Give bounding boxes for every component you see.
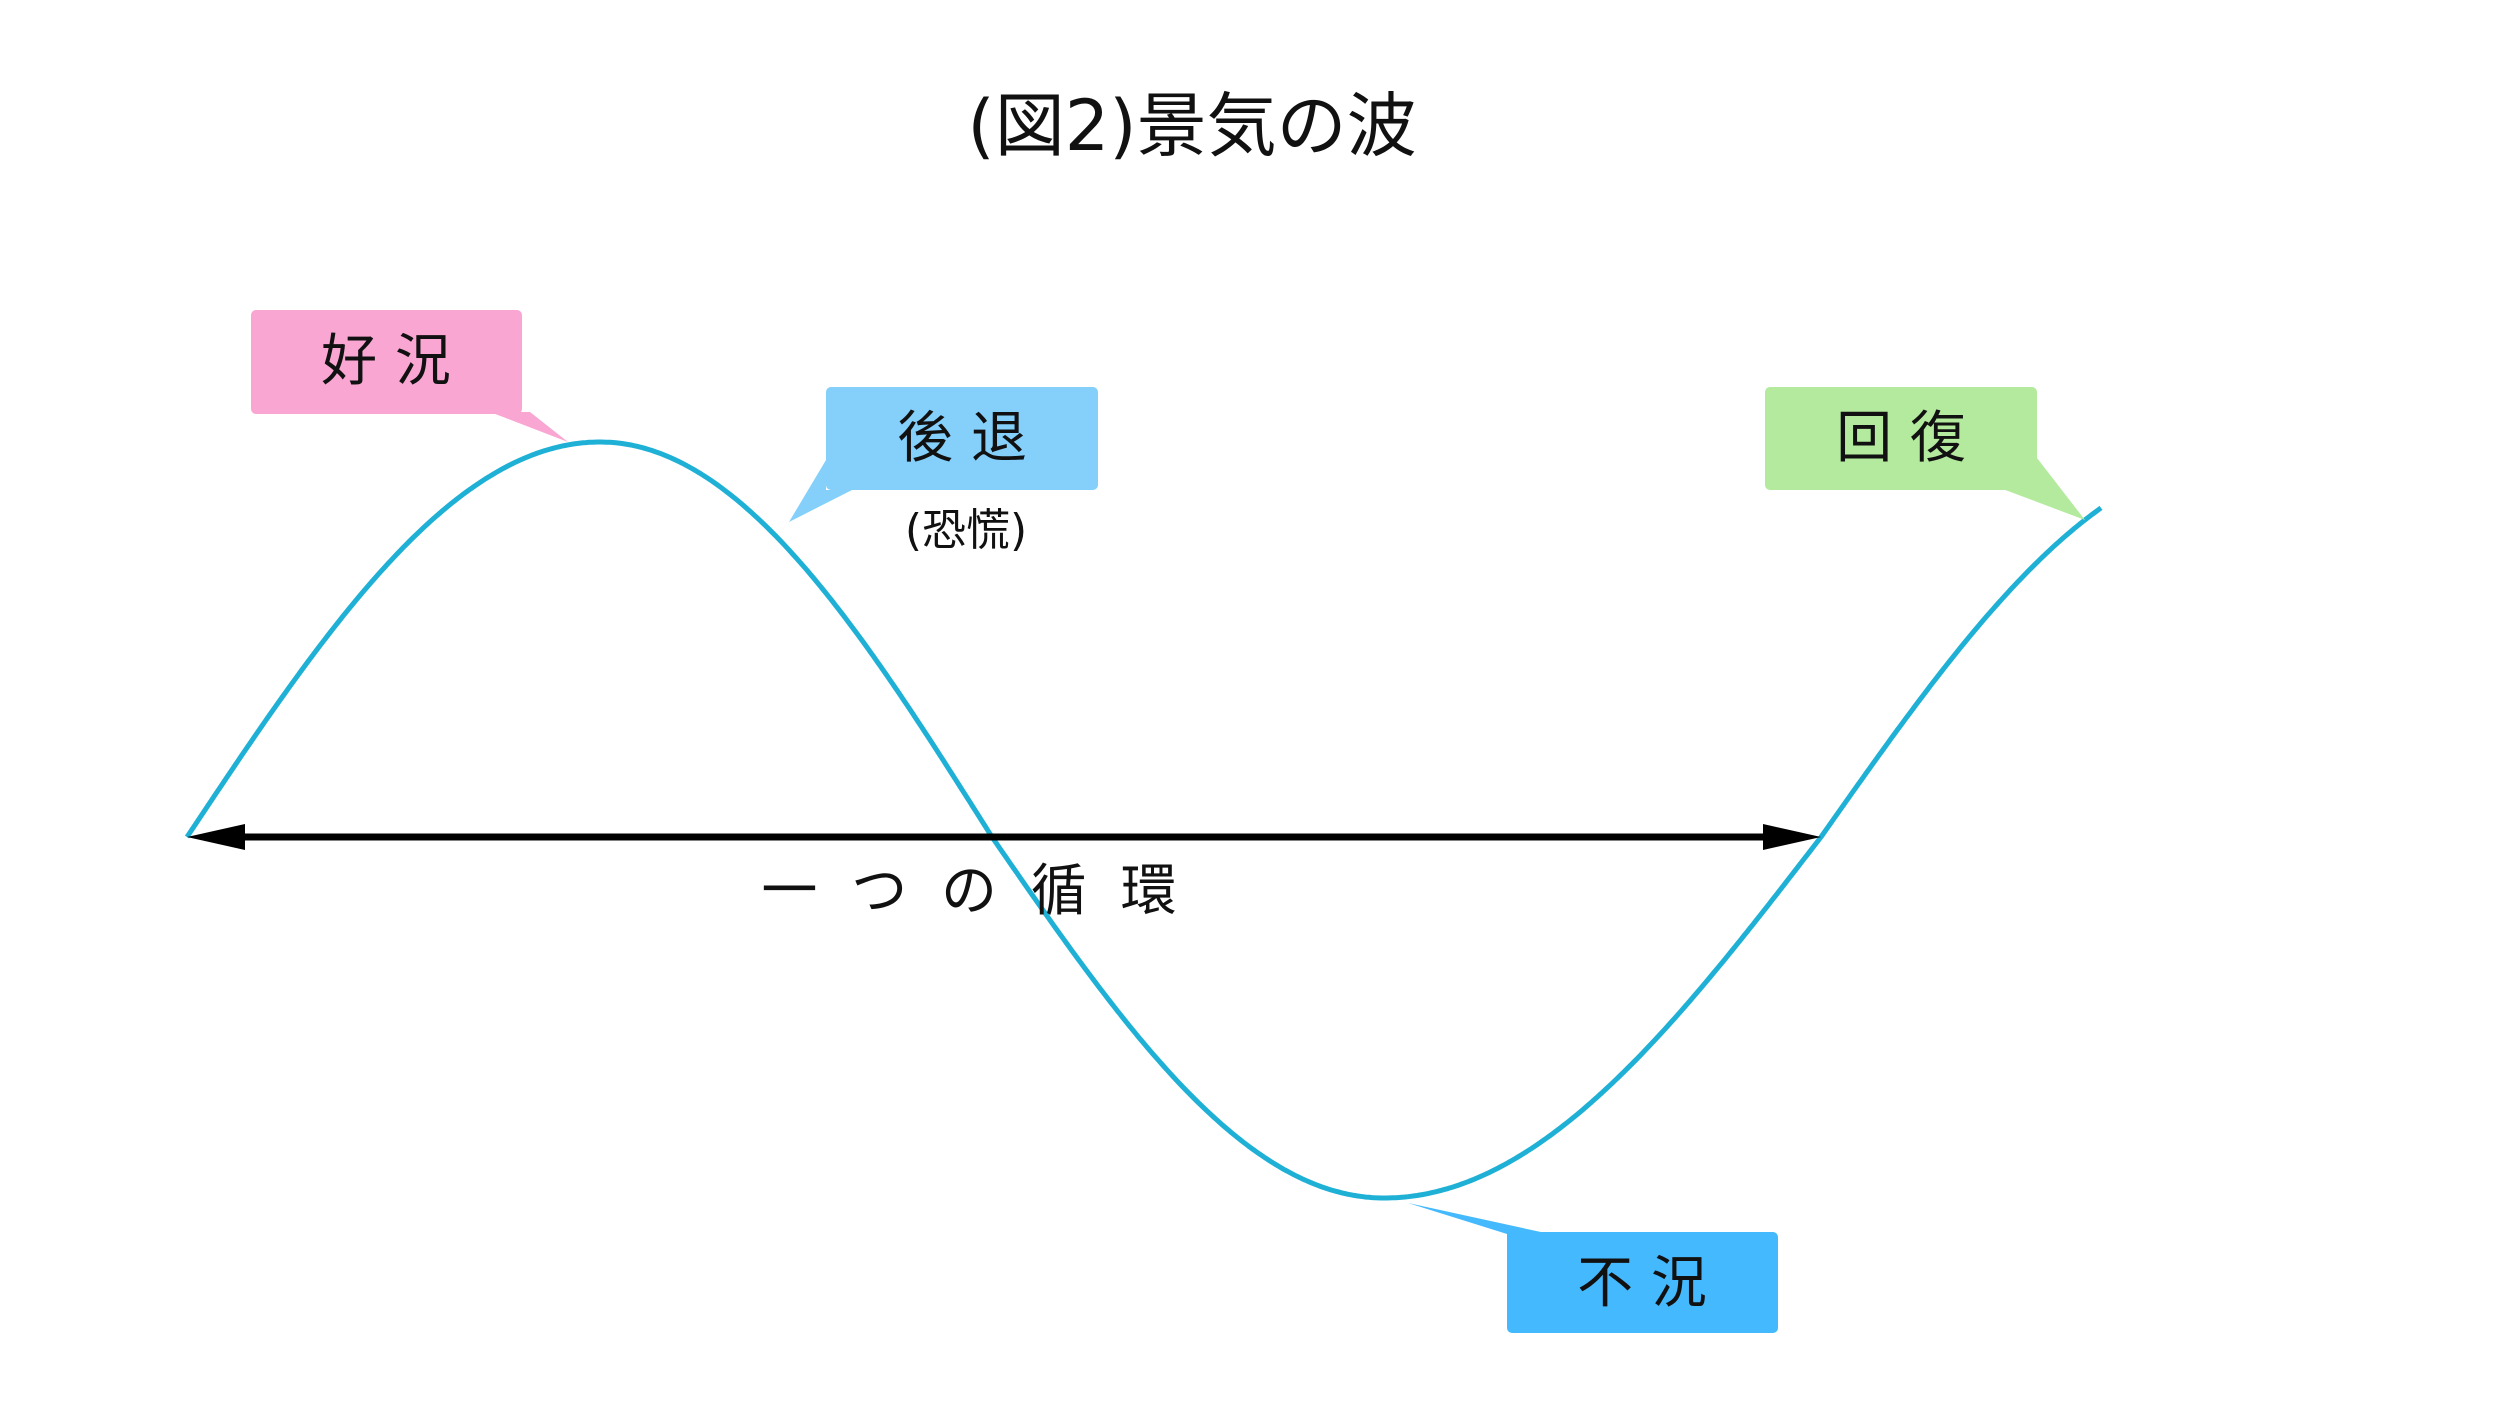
callout-label: 不 況 <box>1577 1251 1707 1316</box>
callout-box <box>251 310 522 414</box>
callout-tail <box>789 460 852 522</box>
callout-boom: 好 況 <box>251 310 568 442</box>
business-cycle-wave <box>184 439 2103 1201</box>
callout-box <box>1507 1232 1778 1333</box>
one-cycle-label: 一 つ の 循 環 <box>761 859 1184 924</box>
callout-box <box>1765 387 2037 490</box>
arrow-head-right-icon <box>1763 824 1821 850</box>
callout-label: 好 況 <box>321 329 451 394</box>
callout-label: 回 復 <box>1836 406 1966 471</box>
callout-recession: 後 退 (恐慌) <box>789 387 1098 556</box>
callout-tail <box>490 412 568 442</box>
arrow-head-left-icon <box>187 824 245 850</box>
diagram-title: (図2)景気の波 <box>967 85 1416 167</box>
callout-recovery: 回 復 <box>1765 387 2085 520</box>
one-cycle-arrow <box>187 824 1821 850</box>
callout-label: 後 退 <box>897 406 1027 471</box>
callout-sublabel: (恐慌) <box>905 505 1027 556</box>
callout-depression: 不 況 <box>1408 1203 1778 1333</box>
callout-box <box>826 387 1098 490</box>
